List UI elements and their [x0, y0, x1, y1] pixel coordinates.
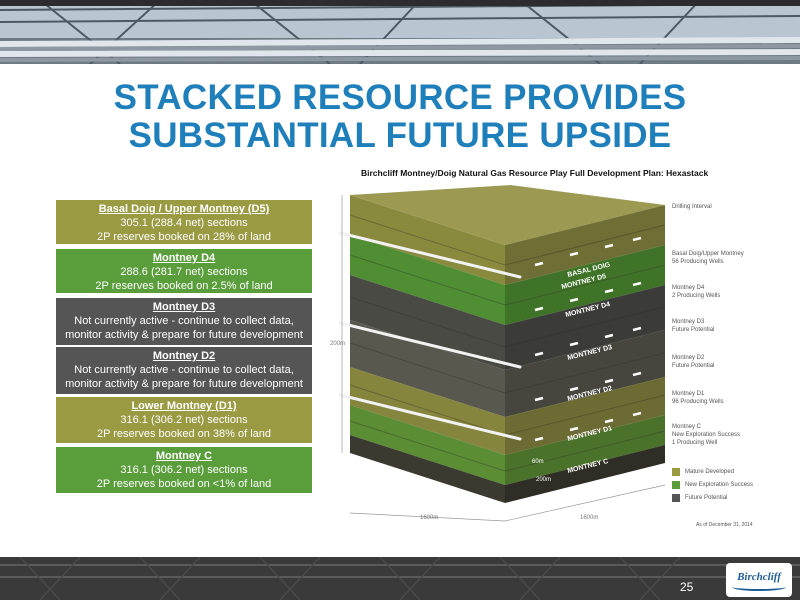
legend-layer-montney-c: Montney C New Exploration Success 1 Prod…: [672, 423, 740, 447]
legend-title: Drilling Interval: [672, 204, 712, 210]
legend-sub: 2 Producing Wells: [672, 293, 721, 299]
company-logo: Birchcliff: [726, 563, 792, 597]
zone-box-montney-c: Montney C 316.1 (306.2 net) sections 2P …: [56, 447, 312, 493]
zone-detail: 316.1 (306.2 net) sections: [120, 464, 248, 476]
legend-title: Montney D3: [672, 319, 705, 325]
legend-layer-d4: Montney D4 2 Producing Wells: [672, 284, 720, 300]
horizontal-wells: [338, 231, 522, 441]
zone-detail: monitor activity & prepare for future de…: [65, 378, 303, 390]
dim-width-left-label: 1600m: [420, 515, 438, 521]
legend-layer-d2: Montney D2 Future Potential: [672, 354, 714, 370]
logo-text: Birchcliff: [737, 571, 781, 583]
legend-swatch-mature: [672, 468, 680, 476]
legend-drilling-interval: Drilling Interval: [672, 203, 712, 211]
zone-detail: 305.1 (288.4 net) sections: [120, 217, 248, 229]
block-left-face: [350, 195, 505, 503]
zone-detail: Not currently active - continue to colle…: [74, 315, 294, 327]
legend-key-new-exploration: New Exploration Success: [685, 482, 754, 488]
title-line-2: SUBSTANTIAL FUTURE UPSIDE: [128, 116, 672, 155]
block-top-face: [350, 185, 665, 245]
legend-title: Basal Doig/Upper Montney: [672, 251, 744, 257]
legend-sub: New Exploration Success: [672, 432, 741, 438]
legend-sub: 1 Producing Well: [672, 440, 718, 446]
well-markers: [534, 236, 642, 442]
zone-detail: 2P reserves booked on 38% of land: [96, 428, 272, 440]
dim-offset-label: 200m: [536, 477, 551, 483]
block-right-face: [505, 205, 665, 503]
dim-height-label: 200m: [330, 341, 345, 347]
legend-sub: Future Potential: [672, 363, 715, 369]
logo-swoosh-icon: [732, 583, 786, 591]
legend-swatch-future-potential: [672, 494, 680, 502]
legend-swatch-new-exploration: [672, 481, 680, 489]
zone-detail: 2P reserves booked on 28% of land: [96, 231, 272, 243]
footer-banner: [0, 557, 800, 600]
zone-detail: Not currently active - continue to colle…: [74, 364, 294, 376]
zone-box-d5: Basal Doig / Upper Montney (D5) 305.1 (2…: [56, 200, 312, 244]
zone-name: Lower Montney (D1): [131, 400, 237, 412]
legend-sub: Future Potential: [672, 327, 715, 333]
zone-box-d1: Lower Montney (D1) 316.1 (306.2 net) sec…: [56, 397, 312, 443]
legend-title: Montney D4: [672, 285, 705, 291]
zone-name: Montney D4: [152, 252, 216, 264]
legend-title: Montney D1: [672, 391, 705, 397]
zone-detail: 2P reserves booked on 2.5% of land: [95, 280, 273, 292]
diagram-caption: Birchcliff Montney/Doig Natural Gas Reso…: [361, 168, 709, 178]
zone-detail: 288.6 (281.7 net) sections: [120, 266, 248, 278]
legend-sub: 96 Producing Wells: [672, 399, 724, 405]
zone-name: Montney D3: [152, 301, 216, 313]
pipeline-photo-image: [0, 0, 800, 64]
zone-box-d2: Montney D2 Not currently active - contin…: [56, 347, 312, 394]
zone-box-d3: Montney D3 Not currently active - contin…: [56, 298, 312, 345]
zone-name: Basal Doig / Upper Montney (D5): [98, 203, 270, 215]
legend-layer-d5: Basal Doig/Upper Montney 56 Producing We…: [672, 250, 744, 266]
legend-layer-d1: Montney D1 96 Producing Wells: [672, 390, 724, 406]
title-line-1: STACKED RESOURCE PROVIDES: [113, 78, 687, 117]
zone-box-d4: Montney D4 288.6 (281.7 net) sections 2P…: [56, 249, 312, 293]
dim-spacing-label: 60m: [532, 459, 544, 465]
legend-layer-d3: Montney D3 Future Potential: [672, 318, 714, 334]
page-title: STACKED RESOURCE PROVIDES SUBSTANTIAL FU…: [60, 79, 740, 155]
zone-detail: monitor activity & prepare for future de…: [65, 329, 303, 341]
legend-key-future-potential: Future Potential: [685, 495, 728, 501]
legend-sub: 56 Producing Wells: [672, 259, 724, 265]
zone-detail: 2P reserves booked on <1% of land: [96, 478, 272, 490]
as-of-note: As of December 31, 2014: [696, 522, 753, 528]
zone-detail: 316.1 (306.2 net) sections: [120, 414, 248, 426]
legend-title: Montney C: [672, 424, 702, 430]
legend-key-mature: Mature Developed: [685, 469, 735, 475]
header-photo-banner: [0, 0, 800, 64]
hexastack-block-diagram: BASAL DOIG MONTNEY D5 MONTNEY D4 MONTNEY…: [330, 185, 666, 522]
dim-width-right-label: 1600m: [580, 515, 598, 521]
page-number: 25: [680, 580, 694, 594]
legend-title: Montney D2: [672, 355, 705, 361]
zone-name: Montney D2: [152, 350, 216, 362]
footer-pipe-pattern: [0, 557, 800, 600]
zone-name: Montney C: [155, 450, 213, 462]
